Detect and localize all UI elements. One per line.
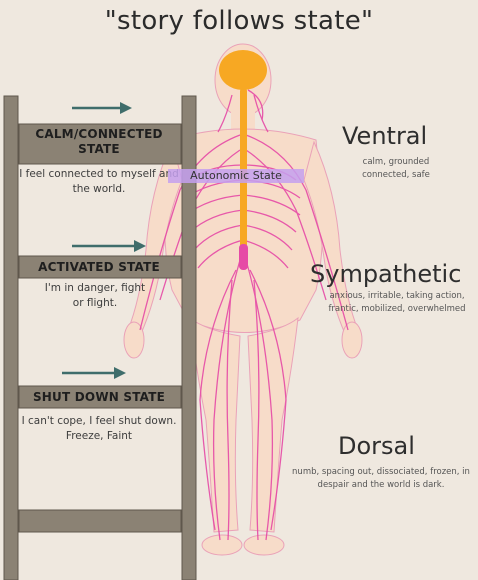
autonomic-state-label: Autonomic State xyxy=(168,169,304,183)
state-label-activated: ACTIVATED STATE xyxy=(38,260,160,274)
brain-and-spinal-cord xyxy=(219,50,267,270)
ladder-rung-bottom xyxy=(18,509,182,533)
state-desc-calm: I feel connected to myself and the world… xyxy=(19,168,179,195)
state-desc-shutdown: I can't cope, I feel shut down. Freeze, … xyxy=(21,415,177,442)
state-desc-activated: I'm in danger, fight or flight. xyxy=(44,282,146,309)
ladder-rung-shutdown xyxy=(18,385,182,409)
state-label-calm: CALM/CONNECTED STATE xyxy=(35,127,163,156)
ladder-rung-activated xyxy=(18,255,182,279)
zone-desc-dorsal: numb, spacing out, dissociated, frozen, … xyxy=(292,467,470,490)
zone-title-sympathetic: Sympathetic xyxy=(310,260,462,288)
zone-desc-ventral: calm, grounded connected, safe xyxy=(362,157,430,180)
diagram-title: "story follows state" xyxy=(104,6,374,36)
ladder xyxy=(3,95,197,580)
ladder-rung-calm xyxy=(18,123,182,165)
zone-title-dorsal: Dorsal xyxy=(338,432,415,460)
state-label-shutdown: SHUT DOWN STATE xyxy=(32,390,166,404)
zone-title-ventral: Ventral xyxy=(342,122,428,150)
arrow-icon xyxy=(62,102,146,379)
zone-desc-sympathetic: anxious, irritable, taking action, frant… xyxy=(328,291,466,314)
